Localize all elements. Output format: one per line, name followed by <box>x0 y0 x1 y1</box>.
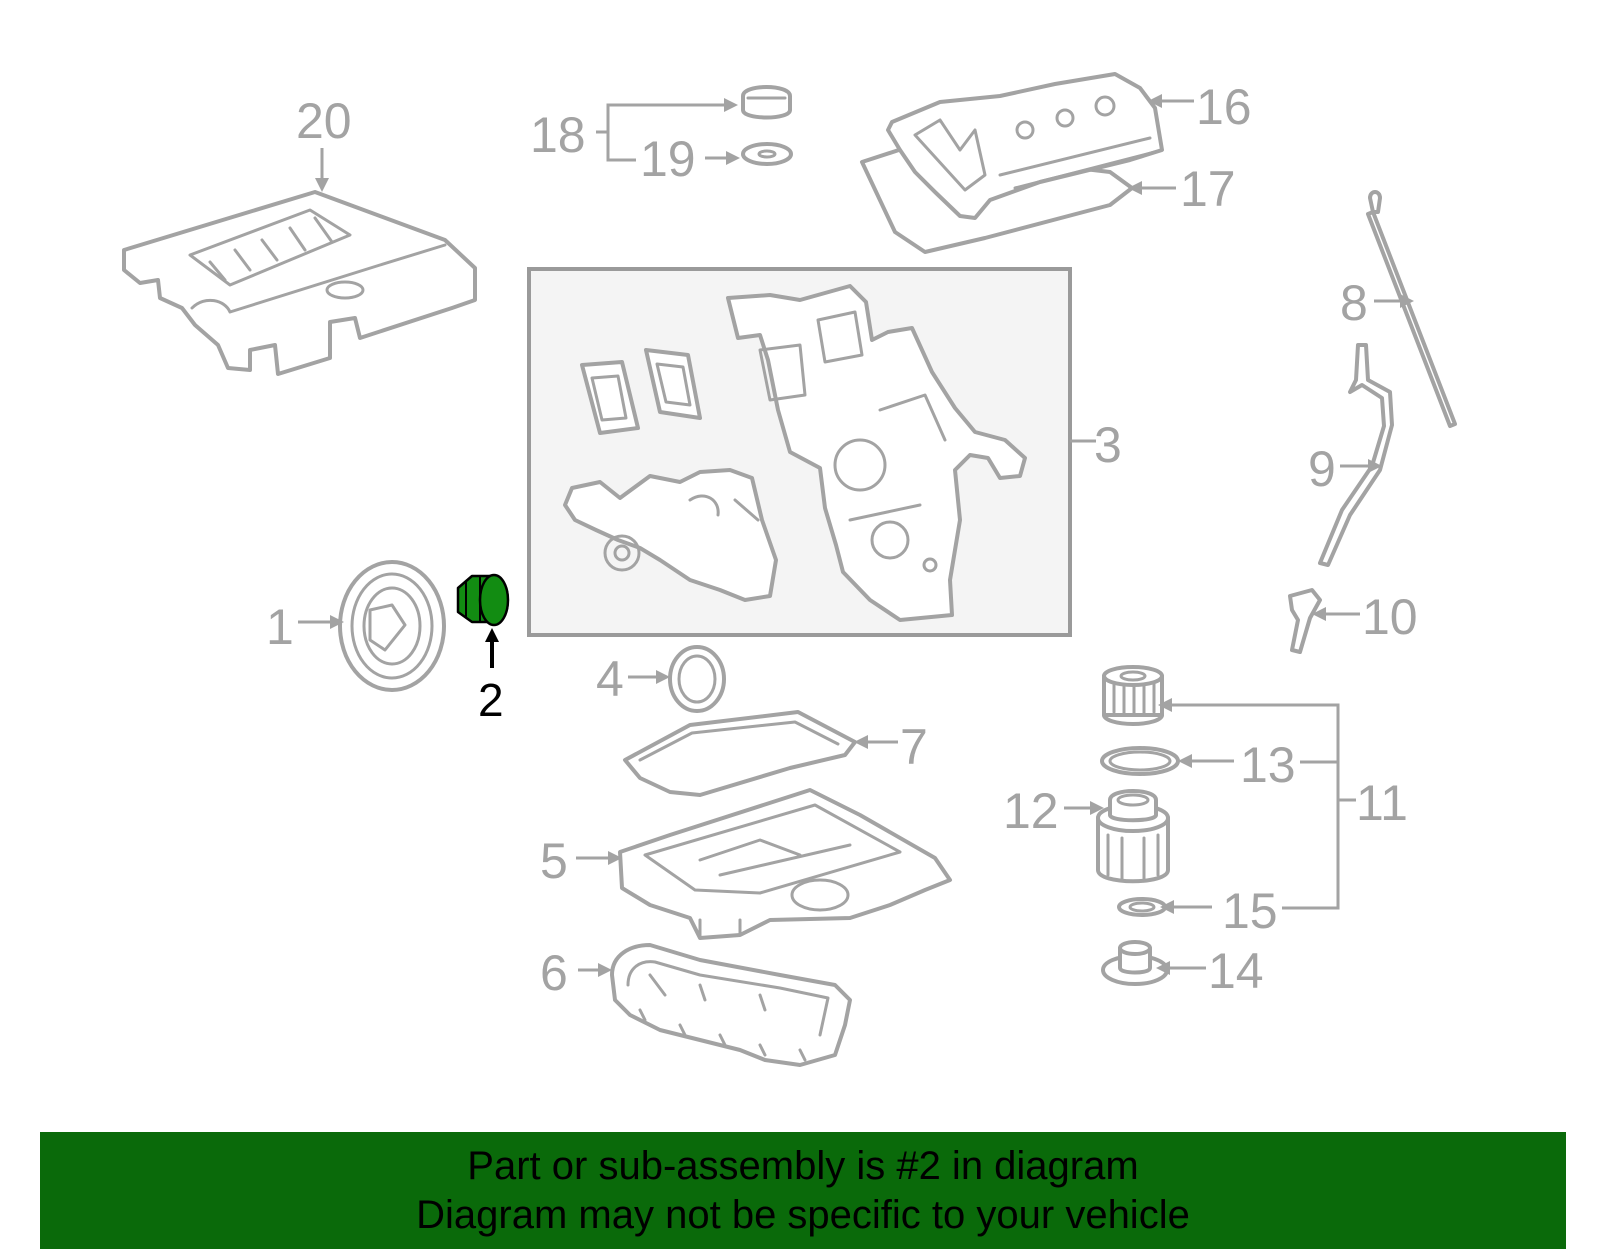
callout-2[interactable]: 2 <box>478 674 504 726</box>
callout-15[interactable]: 15 <box>1222 883 1278 939</box>
banner-line-part: Part or sub-assembly is #2 in diagram <box>467 1144 1139 1188</box>
banner-line-disclaimer: Diagram may not be specific to your vehi… <box>416 1193 1190 1237</box>
callout-12[interactable]: 12 <box>1003 783 1059 839</box>
callout-17[interactable]: 17 <box>1180 161 1236 217</box>
part-14-drain-plug[interactable] <box>1101 940 1169 986</box>
part-20-engine-cover[interactable] <box>122 190 477 376</box>
part-7-oil-pan-gasket[interactable] <box>623 710 857 797</box>
part-8-dipstick[interactable] <box>1366 190 1457 428</box>
part-3-water-pump[interactable] <box>563 468 778 602</box>
part-16-valve-cover[interactable] <box>886 72 1164 220</box>
callout-9[interactable]: 9 <box>1308 441 1336 497</box>
callout-7[interactable]: 7 <box>900 719 928 775</box>
callout-11[interactable]: 11 <box>1356 775 1408 831</box>
callout-19[interactable]: 19 <box>640 131 696 187</box>
part-13-filter-o-ring[interactable] <box>1100 746 1180 776</box>
part-5-upper-oil-pan[interactable] <box>618 788 952 940</box>
callout-10[interactable]: 10 <box>1362 589 1418 645</box>
callout-5[interactable]: 5 <box>540 833 568 889</box>
part-4-crankshaft-seal[interactable] <box>668 645 726 713</box>
callout-6[interactable]: 6 <box>540 945 568 1001</box>
callout-20[interactable]: 20 <box>296 93 352 149</box>
part-2-crankshaft-pulley-bolt[interactable] <box>456 573 510 627</box>
part-6-lower-oil-pan[interactable] <box>610 943 852 1067</box>
part-18-oil-filler-cap[interactable] <box>741 85 792 120</box>
part-19-cap-gasket[interactable] <box>741 142 793 166</box>
callout-8[interactable]: 8 <box>1340 275 1368 331</box>
callout-16[interactable]: 16 <box>1196 79 1252 135</box>
callout-3[interactable]: 3 <box>1094 417 1122 473</box>
part-1-crankshaft-pulley[interactable] <box>338 560 446 692</box>
part-3-timing-cover[interactable] <box>726 284 1027 622</box>
callout-13[interactable]: 13 <box>1240 737 1296 793</box>
part-11-oil-filter-element[interactable] <box>1102 665 1164 726</box>
part-15-drain-o-ring[interactable] <box>1117 897 1167 917</box>
callout-18[interactable]: 18 <box>530 107 586 163</box>
part-9-dipstick-tube[interactable] <box>1318 343 1394 567</box>
callout-14[interactable]: 14 <box>1208 943 1264 999</box>
info-banner: Part or sub-assembly is #2 in diagram Di… <box>40 1132 1566 1249</box>
part-3-gaskets[interactable] <box>580 348 702 435</box>
part-10-guide-bracket[interactable] <box>1288 588 1322 654</box>
part-12-oil-filter-cap[interactable] <box>1096 789 1170 884</box>
callout-4[interactable]: 4 <box>596 651 624 707</box>
callout-1[interactable]: 1 <box>266 599 294 655</box>
